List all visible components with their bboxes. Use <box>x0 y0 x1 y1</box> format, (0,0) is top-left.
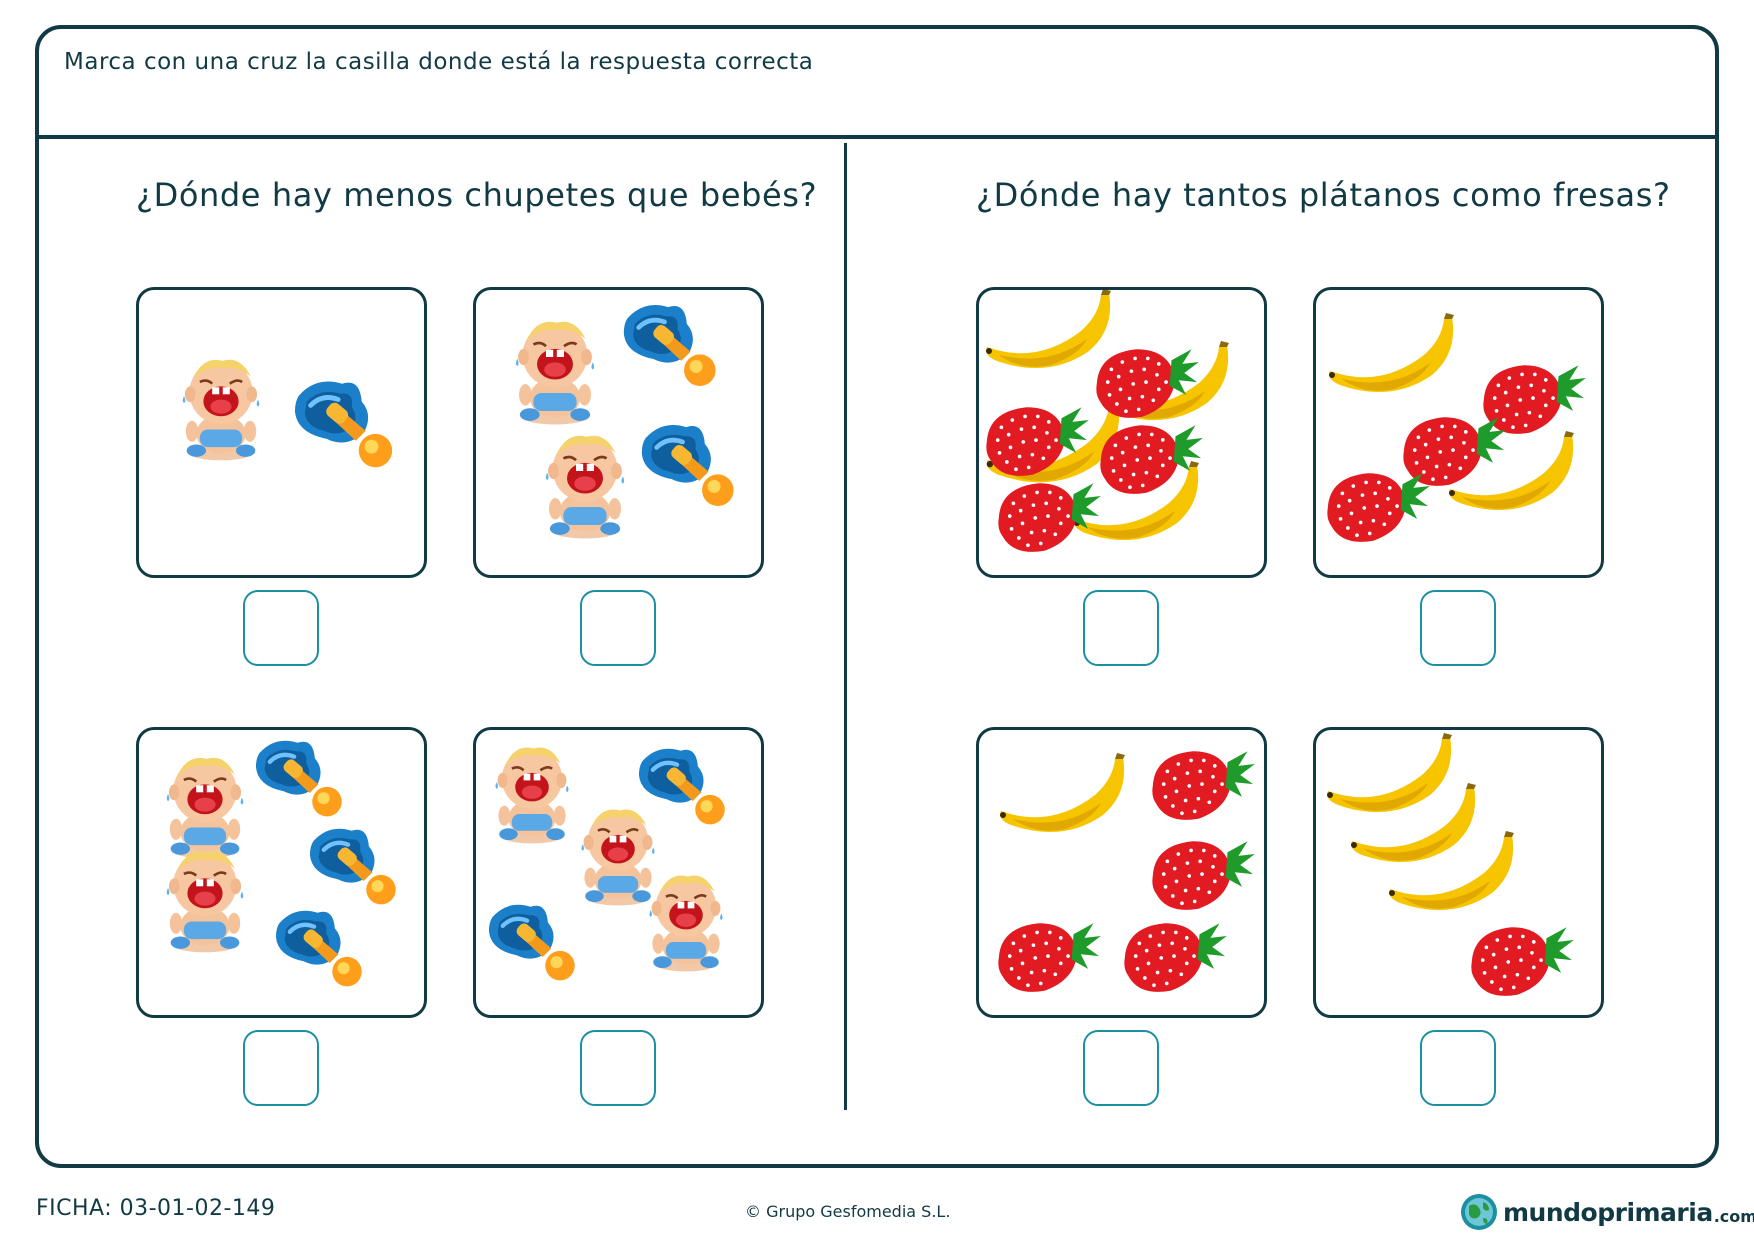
copyright-text: © Grupo Gesfomedia S.L. <box>745 1202 951 1221</box>
strawberry-icon <box>1152 841 1255 910</box>
pacifier-icon <box>624 305 716 386</box>
crying-baby-icon <box>648 874 724 973</box>
option-picture-1a <box>136 287 427 578</box>
answer-checkbox-1d[interactable] <box>580 1030 656 1106</box>
pacifier-icon <box>295 382 392 468</box>
option-picture-2c <box>976 727 1267 1018</box>
option-picture-1d <box>473 727 764 1018</box>
pacifier-icon <box>489 905 575 981</box>
strawberry-icon <box>1152 751 1255 820</box>
answer-checkbox-1c[interactable] <box>243 1030 319 1106</box>
answer-checkbox-1a[interactable] <box>243 590 319 666</box>
crying-baby-icon <box>544 434 626 540</box>
pacifier-icon <box>310 829 396 905</box>
strawberry-icon <box>1327 473 1430 542</box>
brand-logo[interactable]: mundoprimaria .com <box>1459 1190 1754 1234</box>
answer-checkbox-2c[interactable] <box>1083 1030 1159 1106</box>
banana-icon <box>1327 733 1452 813</box>
banana-icon <box>1000 753 1125 833</box>
banana-icon <box>1329 313 1454 393</box>
banana-icon <box>986 290 1111 369</box>
answer-checkbox-1b[interactable] <box>580 590 656 666</box>
option-picture-1b <box>473 287 764 578</box>
globe-icon <box>1461 1194 1497 1230</box>
worksheet-code: FICHA: 03-01-02-149 <box>36 1196 276 1221</box>
strawberry-icon <box>998 483 1101 552</box>
section-divider <box>844 143 847 1110</box>
pacifier-icon <box>256 741 342 817</box>
option-picture-2d <box>1313 727 1604 1018</box>
option-picture-1c <box>136 727 427 1018</box>
crying-baby-icon <box>580 808 656 907</box>
instruction-text: Marca con una cruz la casilla donde está… <box>64 49 814 75</box>
pacifier-icon <box>639 749 725 825</box>
crying-baby-icon <box>165 850 245 954</box>
answer-checkbox-2a[interactable] <box>1083 590 1159 666</box>
logo-wordmark: mundoprimaria <box>1503 1197 1713 1227</box>
crying-baby-icon <box>514 320 596 426</box>
strawberry-icon <box>998 923 1101 992</box>
instruction-bar: Marca con una cruz la casilla donde está… <box>39 29 1715 139</box>
logo-domain: .com <box>1713 1206 1754 1226</box>
pacifier-icon <box>642 425 734 506</box>
answer-checkbox-2d[interactable] <box>1420 1030 1496 1106</box>
strawberry-icon <box>1471 927 1574 996</box>
option-picture-2b <box>1313 287 1604 578</box>
option-picture-2a <box>976 287 1267 578</box>
worksheet-frame: Marca con una cruz la casilla donde está… <box>35 25 1719 1168</box>
question-pacifiers: ¿Dónde hay menos chupetes que bebés? <box>136 176 818 214</box>
crying-baby-icon <box>165 756 245 860</box>
strawberry-icon <box>1483 365 1586 434</box>
question-bananas: ¿Dónde hay tantos plátanos como fresas? <box>976 176 1671 214</box>
strawberry-icon <box>1124 923 1227 992</box>
answer-checkbox-2b[interactable] <box>1420 590 1496 666</box>
pacifier-icon <box>276 911 362 987</box>
crying-baby-icon <box>494 746 570 845</box>
crying-baby-icon <box>181 358 261 462</box>
